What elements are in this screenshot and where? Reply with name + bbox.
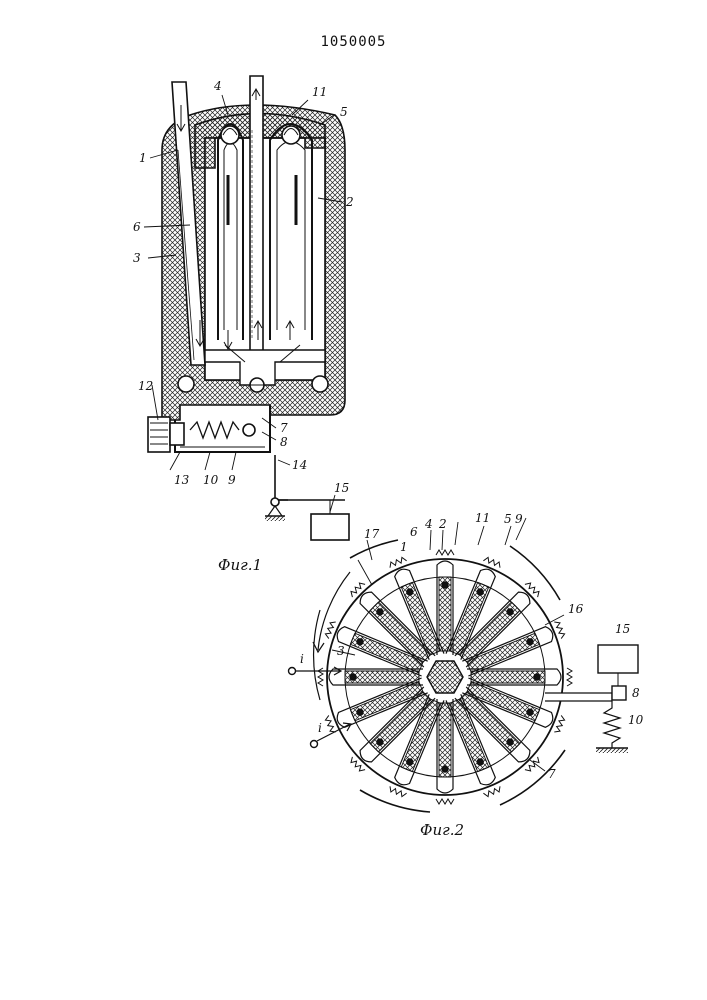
fig1-label-15: 15 [334,481,349,495]
fig2-label-16: 16 [568,602,584,616]
fig1-caption: Фиг.1 [218,556,262,574]
fig2-label-15: 15 [615,622,630,636]
fig1-label-12: 12 [138,379,153,393]
fig1-label-14: 14 [292,458,307,472]
fig2-label-6: 6 [410,525,418,539]
fig1-label-8: 8 [280,435,288,449]
fig1-label-13: 13 [174,473,190,487]
fig2-label-2: 2 [438,517,447,531]
fig2-label-8: 8 [632,686,640,700]
fig2-current-in-2: i [318,721,322,735]
fig1-label-6: 6 [133,220,141,234]
fig1-label-3: 3 [133,251,141,265]
fig1-label-11: 11 [312,85,327,99]
figure-1 [144,76,349,540]
fig2-label-11: 11 [475,511,490,525]
fig2-label-10: 10 [628,713,644,727]
fig2-label-9: 9 [515,512,523,526]
fig2-label-4: 4 [424,517,433,531]
fig2-caption: Фиг.2 [420,821,464,839]
fig2-label-1: 1 [400,540,408,554]
fig2-label-5: 5 [504,512,512,526]
fig2-label-17: 17 [364,527,380,541]
fig1-label-10: 10 [203,473,219,487]
fig1-label-4: 4 [213,79,222,93]
fig2-current-in-1: i [300,652,304,666]
fig1-label-2: 2 [345,195,354,209]
fig1-label-1: 1 [139,151,147,165]
fig2-label-3: 3 [337,644,345,658]
fig1-label-7: 7 [280,421,288,435]
fig1-label-5: 5 [340,105,348,119]
figure-2 [289,518,639,812]
fig1-label-9: 9 [228,473,236,487]
fig2-label-7: 7 [548,767,556,781]
